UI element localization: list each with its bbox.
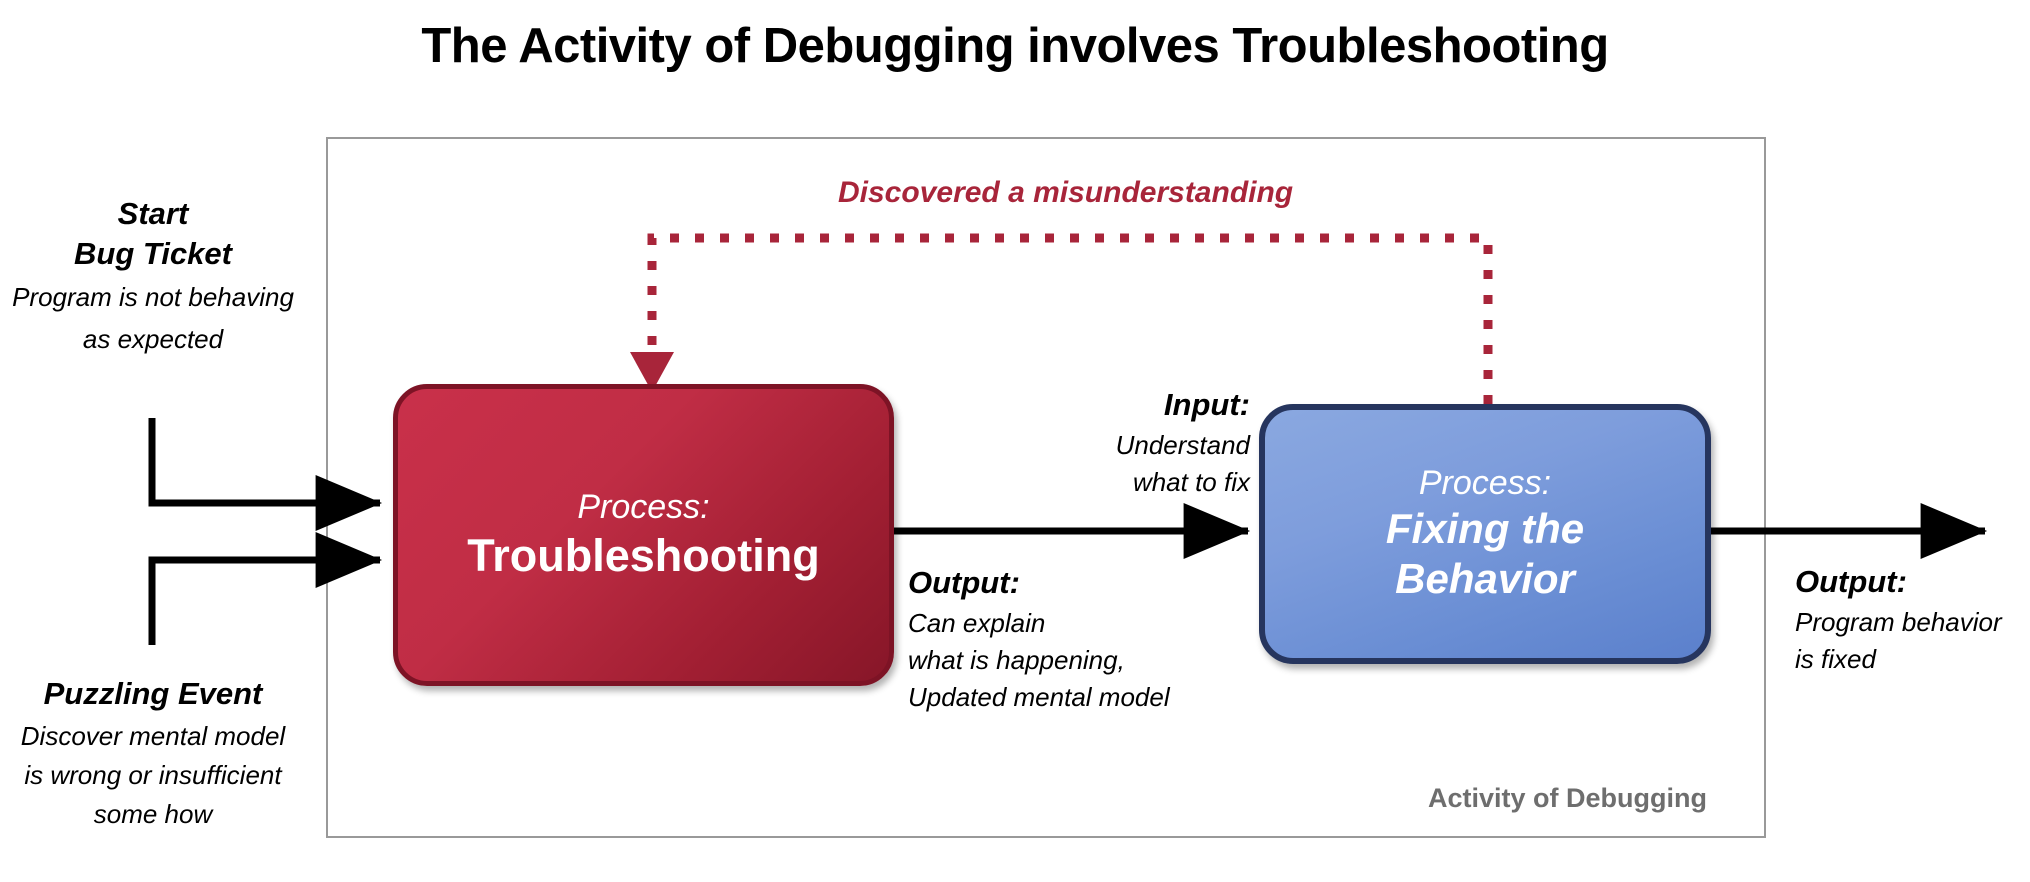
puzzling-body-line-2: is wrong or insufficient [24, 759, 282, 790]
page-title: The Activity of Debugging involves Troub… [421, 19, 1609, 73]
annotation-puzzling-event: Puzzling Event Discover mental model is … [0, 674, 306, 831]
output-mid-body-line-2: what is happening, [908, 644, 1125, 675]
fixing-name-line-2: Behavior [1395, 555, 1575, 603]
start-body-line-2: as expected [82, 323, 224, 354]
annotation-input-middle: Input: Understand what to fix [1000, 385, 1250, 499]
fixing-name-line-1: Fixing the [1385, 505, 1585, 553]
start-body-line-1: Program is not behaving [12, 282, 294, 313]
start-heading-line-2: Bug Ticket [74, 235, 232, 271]
annotation-start-bug-ticket: Start Bug Ticket Program is not behaving… [0, 194, 306, 356]
activity-frame-caption: Activity of Debugging [1428, 783, 1707, 813]
feedback-loop-label: Discovered a misunderstanding [838, 176, 1294, 209]
process-box-fixing-the-behavior[interactable]: Process: Fixing the Behavior [1259, 404, 1711, 664]
process-box-troubleshooting[interactable]: Process: Troubleshooting [393, 384, 894, 686]
output-right-heading: Output: [1795, 564, 1907, 599]
puzzling-body-line-3: some how [93, 799, 213, 830]
troubleshooting-kicker: Process: [577, 488, 710, 527]
output-mid-body-line-3: Updated mental model [908, 682, 1170, 713]
output-mid-body-line-1: Can explain [908, 607, 1046, 638]
output-mid-heading: Output: [908, 565, 1020, 600]
annotation-output-right: Output: Program behavior is fixed [1795, 562, 2030, 676]
fixing-kicker: Process: [1418, 464, 1552, 503]
puzzling-body-line-1: Discover mental model [20, 720, 286, 751]
input-body-line-2: what to fix [1132, 466, 1250, 497]
output-right-body-line-1: Program behavior [1795, 606, 2002, 637]
start-heading-line-1: Start [117, 196, 189, 231]
troubleshooting-name: Troubleshooting [467, 530, 820, 582]
input-body-line-1: Understand [1115, 429, 1250, 460]
input-heading: Input: [1163, 387, 1250, 422]
output-right-body-line-2: is fixed [1795, 643, 1876, 674]
puzzling-heading: Puzzling Event [43, 676, 263, 711]
annotation-output-middle: Output: Can explain what is happening, U… [908, 563, 1238, 714]
